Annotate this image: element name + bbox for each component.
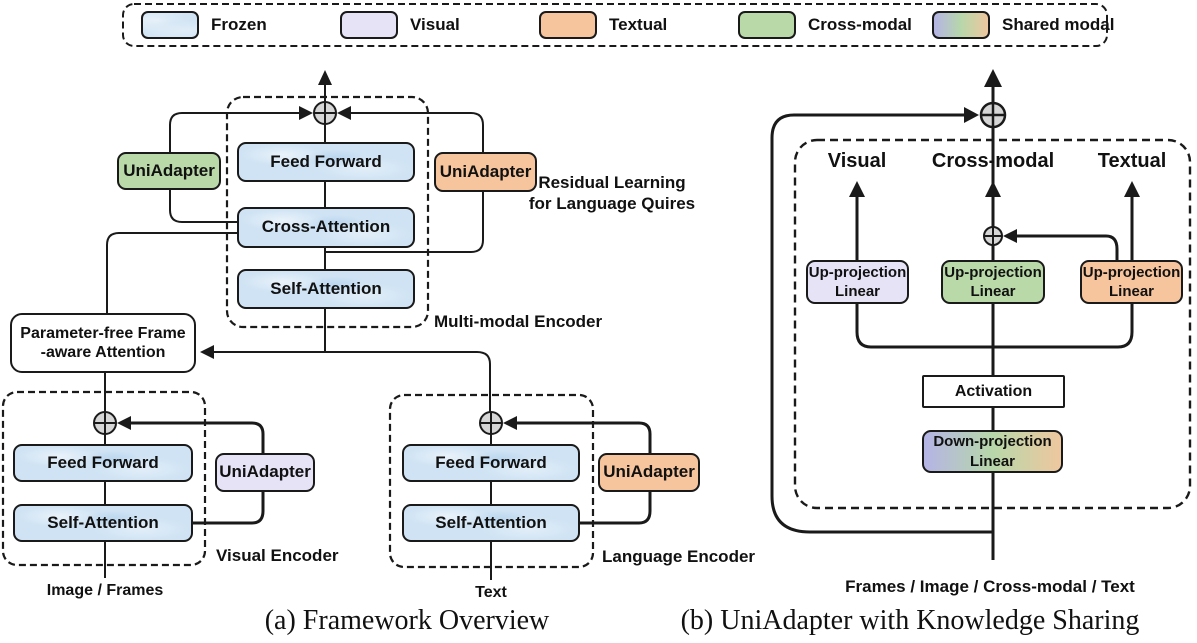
up-projection-crossmodal-block: Up-projection Linear <box>941 260 1045 304</box>
frame-attention-block: Parameter-free Frame -aware Attention <box>10 313 196 373</box>
down-projection-line1: Down-projection <box>933 433 1052 450</box>
arrow-into-b-top-sum <box>964 107 979 123</box>
shared-modal-swatch-icon <box>932 10 990 39</box>
visual-self-attention-block: Self-Attention <box>13 504 193 542</box>
arrow-into-frame-attention <box>200 345 214 359</box>
legend-label: Shared modal <box>1002 14 1115 34</box>
mm-cross-attention-block: Cross-Attention <box>237 207 415 248</box>
up-projection-crossmodal-line2: Linear <box>970 283 1016 300</box>
arrow-into-b-small-sum <box>1003 229 1017 243</box>
mm-feed-forward-block: Feed Forward <box>237 142 415 182</box>
up-projection-crossmodal-line1: Up-projection <box>944 263 1042 281</box>
visual-feed-forward-block: Feed Forward <box>13 444 193 482</box>
legend-frame <box>122 3 1108 47</box>
arrow-into-mm-sum-right <box>337 106 351 120</box>
visual-input-label: Image / Frames <box>46 582 164 599</box>
mm-cross-attention-label: Cross-Attention <box>261 217 391 237</box>
sum-nodes <box>93 101 1007 435</box>
visual-uniadapter-block: UniAdapter <box>215 453 315 492</box>
sum-node-language-icon <box>479 411 503 435</box>
up-projection-visual-block: Up-projection Linear <box>806 260 909 304</box>
legend-label: Visual <box>410 14 460 34</box>
visual-branch-header: Visual <box>827 150 887 172</box>
mm-self-attention-label: Self-Attention <box>270 278 382 298</box>
multimodal-encoder-frame <box>225 95 430 329</box>
mm-left-uniadapter-label: UniAdapter <box>123 160 215 180</box>
frame-attention-line2: -aware Attention <box>40 344 166 361</box>
frozen-swatch-icon <box>141 10 199 39</box>
mm-feed-forward-label: Feed Forward <box>270 151 382 171</box>
language-uniadapter-label: UniAdapter <box>603 462 695 482</box>
residual-note-line1: Residual Learning <box>538 173 686 192</box>
caption-b: (b) UniAdapter with Knowledge Sharing <box>680 605 1140 636</box>
activation-label: Activation <box>954 382 1033 400</box>
arrow-into-language-sum <box>503 416 517 430</box>
legend-item-frozen: Frozen <box>141 10 267 39</box>
mm-left-uniadapter-block: UniAdapter <box>117 152 221 190</box>
arrow-up-visual-branch <box>849 181 865 197</box>
cross-modal-swatch-icon <box>738 10 796 39</box>
language-encoder-frame <box>388 393 595 569</box>
arrow-into-visual-sum <box>117 416 131 430</box>
panel-a-wires <box>104 80 492 580</box>
caption-a: (a) Framework Overview <box>264 605 550 636</box>
visual-encoder-label: Visual Encoder <box>216 546 339 565</box>
sum-node-b-top-icon <box>979 101 1007 129</box>
visual-feed-forward-label: Feed Forward <box>47 452 159 472</box>
visual-swatch-icon <box>340 10 398 39</box>
panel-a-adapter-loops <box>124 421 652 525</box>
up-projection-textual-block: Up-projection Linear <box>1080 260 1183 304</box>
arrow-into-mm-sum-left <box>299 106 313 120</box>
activation-block: Activation <box>922 375 1065 408</box>
sum-node-visual-icon <box>93 411 117 435</box>
arrowheads <box>117 69 1140 430</box>
up-projection-textual-line2: Linear <box>1108 283 1154 300</box>
sum-node-b-small-icon <box>983 226 1003 246</box>
language-self-attention-label: Self-Attention <box>435 512 547 532</box>
frame-attention-line1: Parameter-free Frame <box>20 324 186 342</box>
language-input-label: Text <box>475 584 507 601</box>
legend-item-shared-modal: Shared modal <box>932 10 1114 39</box>
legend-label: Frozen <box>211 14 267 34</box>
language-self-attention-block: Self-Attention <box>402 504 580 542</box>
legend-label: Textual <box>609 14 668 34</box>
legend-label: Cross-modal <box>808 14 912 34</box>
multimodal-encoder-label: Multi-modal Encoder <box>434 312 603 331</box>
textual-branch-header: Textual <box>1097 150 1167 172</box>
textual-swatch-icon <box>539 10 597 39</box>
arrow-up-crossmodal-branch <box>985 181 1001 197</box>
down-projection-block: Down-projection Linear <box>922 430 1063 473</box>
cross-modal-branch-header: Cross-modal <box>931 150 1055 172</box>
visual-self-attention-label: Self-Attention <box>47 512 159 532</box>
arrow-up-textual-branch <box>1124 181 1140 197</box>
panel-b-wires <box>770 84 1134 560</box>
language-uniadapter-block: UniAdapter <box>598 453 700 492</box>
up-projection-textual-line1: Up-projection <box>1082 263 1181 281</box>
visual-encoder-frame <box>1 390 207 567</box>
arrow-up-b-output <box>984 69 1002 87</box>
mm-right-uniadapter-label: UniAdapter <box>439 161 532 181</box>
down-projection-line2: Linear <box>969 452 1015 470</box>
residual-note-line2: for Language Quires <box>528 194 696 214</box>
residual-note: Residual Learning for Language Quires <box>527 172 697 215</box>
language-feed-forward-block: Feed Forward <box>402 444 580 482</box>
mm-self-attention-block: Self-Attention <box>237 269 415 309</box>
arrow-up-mm-output <box>318 70 332 85</box>
legend-item-visual: Visual <box>340 10 460 39</box>
up-projection-visual-line1: Up-projection <box>808 263 907 281</box>
language-feed-forward-label: Feed Forward <box>435 452 547 472</box>
legend-item-textual: Textual <box>539 10 667 39</box>
language-encoder-label: Language Encoder <box>602 547 756 566</box>
legend-item-cross-modal: Cross-modal <box>738 10 912 39</box>
sum-node-multimodal-icon <box>313 101 337 125</box>
panel-b-io-label: Frames / Image / Cross-modal / Text <box>845 577 1135 596</box>
visual-uniadapter-label: UniAdapter <box>219 462 311 482</box>
mm-right-uniadapter-block: UniAdapter <box>434 152 537 192</box>
up-projection-visual-line2: Linear <box>834 283 880 300</box>
